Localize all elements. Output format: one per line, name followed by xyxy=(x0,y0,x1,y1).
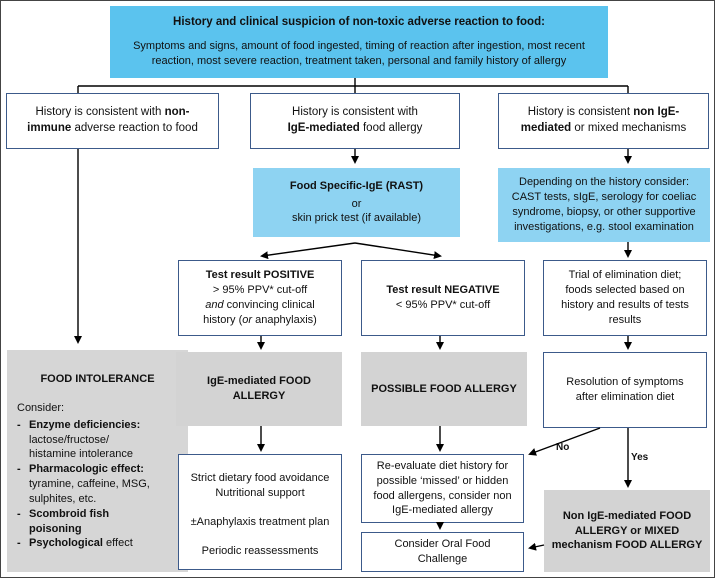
left-history-post: adverse reaction to food xyxy=(74,122,198,134)
management-box: Strict dietary food avoidance Nutritiona… xyxy=(178,454,342,570)
trial-line-2: foods selected based on xyxy=(565,284,685,297)
arrow-final-to-challenge xyxy=(528,542,545,551)
left-history-bold2: immune xyxy=(27,122,72,134)
pos-title: Test result POSITIVE xyxy=(205,269,315,282)
final-line-1: Non IgE-mediated FOOD xyxy=(562,509,692,522)
final-line-2: ALLERGY or MIXED xyxy=(574,524,680,537)
mgmt-line-2: Nutritional support xyxy=(215,486,305,499)
consider-label: Consider: xyxy=(17,401,65,414)
trial-line-4: results xyxy=(608,313,642,326)
mid-history-post: food allergy xyxy=(359,122,423,134)
resolution-line-1: Resolution of symptoms xyxy=(566,376,684,389)
pos-and: and xyxy=(205,299,224,311)
food-intolerance-box: FOOD INTOLERANCE Consider: Enzyme defici… xyxy=(7,350,188,572)
rast-test-box: Food Specific-IgE (RAST) or skin prick t… xyxy=(253,168,460,237)
right-history-bold2: mediated xyxy=(520,122,572,134)
reeval-line-4: IgE-mediated allergy xyxy=(392,504,493,517)
rast-or: or xyxy=(351,197,362,210)
non-immune-history-box: History is consistent with non- immune a… xyxy=(6,93,219,149)
resolution-line-2: after elimination diet xyxy=(575,391,675,403)
oral-food-challenge-box: Consider Oral Food Challenge xyxy=(361,532,524,572)
neg-title: Test result NEGATIVE xyxy=(386,284,500,297)
right-history-bold1: non IgE- xyxy=(633,106,680,119)
mgmt-line-3: ±Anaphylaxis treatment plan xyxy=(190,515,330,528)
supportive-investigations-box: Depending on the history consider: CAST … xyxy=(498,168,710,242)
pos-line-3b: anaphylaxis) xyxy=(252,313,317,326)
list-item: Psychological effect xyxy=(17,536,150,551)
right-history-pre: History is consistent xyxy=(527,106,631,119)
non-ige-history-box: History is consistent non IgE- mediated … xyxy=(498,93,709,149)
ige-history-box: History is consistent with IgE-mediated … xyxy=(250,93,460,149)
list-item: Scombroid fish poisoning xyxy=(17,507,150,537)
left-history-bold1: non- xyxy=(164,106,190,119)
pos-line-3a: history ( xyxy=(203,313,243,326)
rast-title: Food Specific-IgE (RAST) xyxy=(289,179,424,192)
trial-line-1: Trial of elimination diet; xyxy=(568,269,682,282)
list-item: Enzyme deficiencies: lactose/fructose/ h… xyxy=(17,418,150,463)
trial-line-3: history and results of tests xyxy=(561,299,689,311)
reeval-line-3: food allergens, consider non xyxy=(373,489,512,502)
top-line-2: reaction, most severe reaction, treatmen… xyxy=(151,54,567,67)
depending-line-3: syndrome, biopsy, or other supportive xyxy=(512,206,696,218)
reeval-line-2: possible ‘missed’ or hidden xyxy=(376,474,509,487)
re-evaluate-box: Re-evaluate diet history for possible ‘m… xyxy=(361,454,524,523)
food-intolerance-title: FOOD INTOLERANCE xyxy=(40,373,155,385)
ige-allergy-line-2: ALLERGY xyxy=(232,390,286,402)
neg-line-1: < 95% PPV* cut-off xyxy=(395,299,491,311)
pos-line-1: > 95% PPV* cut-off xyxy=(212,284,308,297)
reeval-line-1: Re-evaluate diet history for xyxy=(376,459,509,472)
mgmt-line-4: Periodic reassessments xyxy=(201,544,319,557)
elimination-trial-box: Trial of elimination diet; foods selecte… xyxy=(543,260,707,336)
mid-history-pre: History is consistent with xyxy=(292,106,418,119)
test-positive-box: Test result POSITIVE > 95% PPV* cut-off … xyxy=(178,260,342,336)
test-negative-box: Test result NEGATIVE < 95% PPV* cut-off xyxy=(361,260,525,336)
pos-line-2: convincing clinical xyxy=(223,299,315,311)
arrow-to-positive xyxy=(260,242,356,260)
pos-or: or xyxy=(242,313,253,326)
left-history-pre: History is consistent with xyxy=(35,106,162,119)
no-label: No xyxy=(556,442,570,453)
final-line-3: mechanism FOOD ALLERGY xyxy=(551,539,703,552)
ige-allergy-line-1: IgE-mediated FOOD xyxy=(207,375,311,388)
yes-label: Yes xyxy=(631,452,649,463)
possible-food-allergy-box: POSSIBLE FOOD ALLERGY xyxy=(361,352,527,426)
challenge-line-1: Consider Oral Food xyxy=(394,538,491,551)
top-line-1: Symptoms and signs, amount of food inges… xyxy=(133,39,585,52)
non-ige-mixed-allergy-box: Non IgE-mediated FOOD ALLERGY or MIXED m… xyxy=(544,490,710,572)
depending-line-4: investigations, e.g. stool examination xyxy=(514,220,694,233)
top-title: History and clinical suspicion of non-to… xyxy=(173,16,545,29)
rast-skin: skin prick test (if available) xyxy=(292,212,421,225)
mid-history-bold: IgE-mediated xyxy=(287,122,360,134)
right-history-post: or mixed mechanisms xyxy=(571,122,687,134)
depending-line-2: CAST tests, sIgE, serology for coeliac xyxy=(511,191,697,204)
arrow-to-negative xyxy=(354,242,442,260)
possible-allergy-label: POSSIBLE FOOD ALLERGY xyxy=(371,382,517,395)
arrow-no-to-reevaluate xyxy=(528,427,601,456)
challenge-line-2: Challenge xyxy=(417,553,468,565)
resolution-box: Resolution of symptoms after elimination… xyxy=(543,352,707,428)
depending-line-1: Depending on the history consider: xyxy=(519,176,689,189)
mgmt-line-1: Strict dietary food avoidance xyxy=(190,472,330,484)
ige-food-allergy-box: IgE-mediated FOOD ALLERGY xyxy=(176,352,342,426)
intolerance-list: Enzyme deficiencies: lactose/fructose/ h… xyxy=(17,418,150,552)
list-item: Pharmacologic effect: tyramine, caffeine… xyxy=(17,462,150,507)
history-clinical-suspicion-box: History and clinical suspicion of non-to… xyxy=(110,6,608,78)
